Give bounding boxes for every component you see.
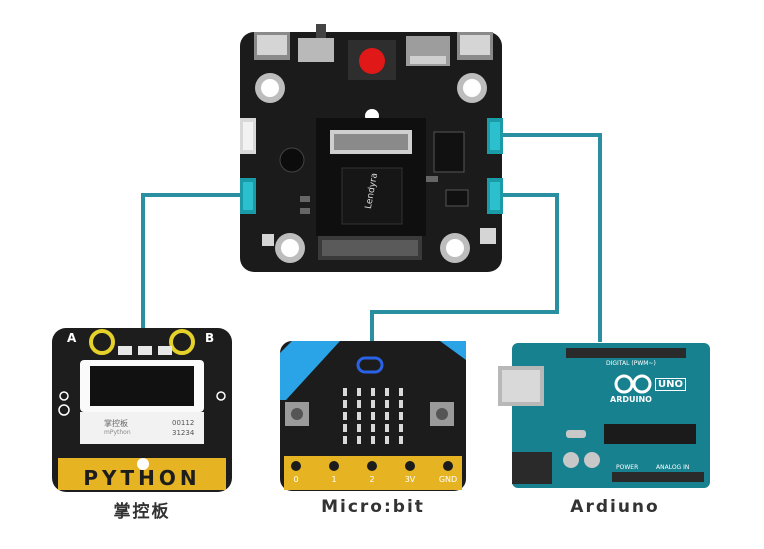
led-icon: [343, 436, 347, 444]
led-icon: [399, 424, 403, 432]
buzzer-icon: [279, 147, 305, 173]
touch-pad-icon: [169, 329, 195, 355]
wire-arduino: [495, 133, 602, 342]
microbit-label: Micro:bit: [321, 497, 425, 517]
led-icon: [343, 424, 347, 432]
led-icon: [357, 436, 361, 444]
pin-1-label: 1: [331, 475, 337, 484]
wire-microbit: [370, 193, 559, 345]
handpy-label: 掌控板: [113, 502, 171, 522]
led-icon: [371, 400, 375, 408]
power-text: POWER: [616, 464, 639, 471]
card-sub: mPython: [104, 429, 131, 436]
touch-pad-icon: [89, 329, 115, 355]
button-a-icon: [291, 408, 303, 420]
led-icon: [385, 400, 389, 408]
led-icon: [399, 400, 403, 408]
card-brand: 掌控板: [104, 419, 128, 428]
led-icon: [357, 424, 361, 432]
button-b-label: B: [205, 331, 215, 345]
card-code1: 00112: [172, 419, 195, 427]
wire-handpy: [141, 193, 248, 330]
led-icon: [385, 424, 389, 432]
led-icon: [371, 436, 375, 444]
led-icon: [385, 412, 389, 420]
led-icon: [343, 400, 347, 408]
arduino-label: Ardiuno: [570, 497, 660, 517]
button-b-icon: [436, 408, 448, 420]
led-icon: [399, 388, 403, 396]
pin-2-label: 2: [369, 475, 375, 484]
led-icon: [399, 412, 403, 420]
led-icon: [357, 412, 361, 420]
led-icon: [357, 388, 361, 396]
led-icon: [385, 388, 389, 396]
uno-text: UNO: [655, 378, 686, 391]
button-a-label: A: [67, 331, 77, 345]
pin-strip-text: PYTHON: [83, 466, 201, 490]
arduino-logo-icon: [614, 374, 634, 394]
mic-icon: [59, 391, 69, 401]
pin-0-label: 0: [293, 475, 299, 484]
led-icon: [357, 400, 361, 408]
card-code2: 31234: [172, 429, 195, 437]
led-icon: [371, 412, 375, 420]
led-icon: [399, 436, 403, 444]
arduino-logo-text: ARDUINO: [610, 395, 652, 404]
light-sensor-icon: [216, 391, 226, 401]
red-button-icon: [359, 48, 385, 74]
analog-text: ANALOG IN: [656, 464, 690, 471]
led-icon: [371, 388, 375, 396]
led-icon: [371, 424, 375, 432]
mcu-chip: [604, 424, 696, 444]
led-icon: [343, 388, 347, 396]
digital-text: DIGITAL (PWM~): [606, 360, 656, 367]
led-icon: [385, 436, 389, 444]
microbit-logo-icon: [356, 356, 384, 374]
pin-gnd-label: GND: [438, 475, 458, 484]
led-icon: [343, 412, 347, 420]
pin-3v-label: 3V: [404, 475, 416, 484]
